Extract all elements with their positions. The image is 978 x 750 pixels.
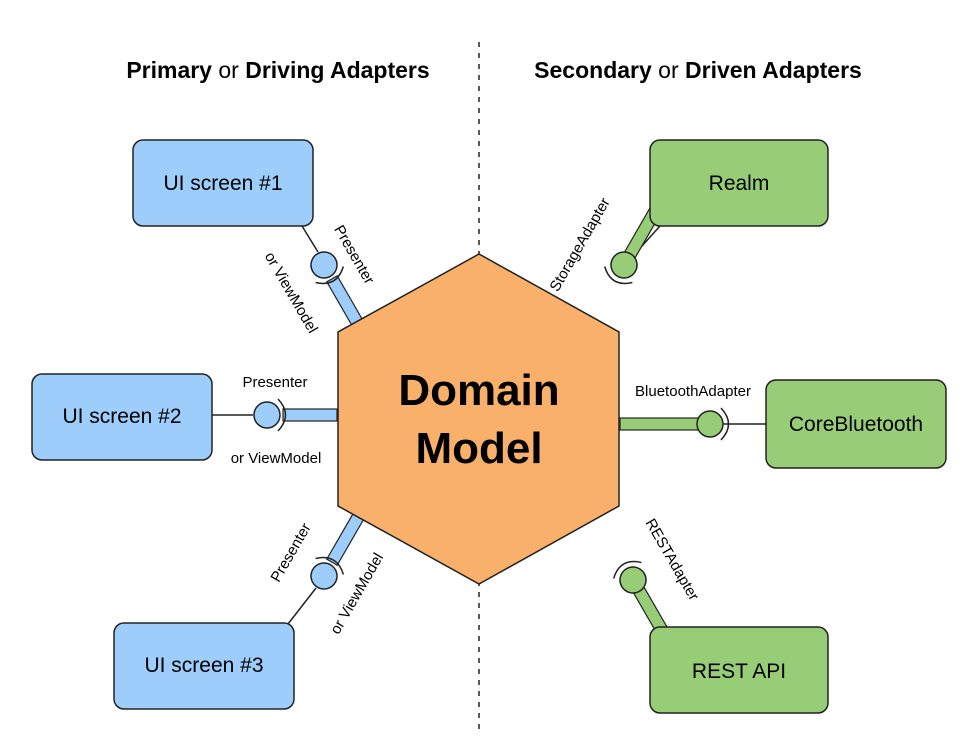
corebluetooth-label: CoreBluetooth [789,413,923,436]
primary-adapter-1: UI screen #1 Presenter or ViewModel [132,139,378,336]
ui-screen-2-label: UI screen #2 [62,405,181,428]
rest-api-box[interactable] [649,626,829,714]
secondary-adapter-corebluetooth: CoreBluetooth BluetoothAdapter [619,379,947,469]
realm-label: Realm [709,172,770,195]
ui-screen-2-box[interactable] [31,373,213,461]
primary-adapter-2: UI screen #2 Presenter or ViewModel [31,373,338,467]
domain-model-shape[interactable] [337,253,620,585]
ui-screen-3-label: UI screen #3 [144,654,263,677]
rest-api-label: REST API [692,660,786,683]
secondary-adapter-realm: Realm StorageAdapter [546,139,829,295]
domain-model-line1: Domain [398,366,559,415]
ui-screen-1-label: UI screen #1 [163,172,282,195]
primary-adapters-header: Primary or Driving Adapters [126,57,429,83]
primary-adapter-3: UI screen #3 Presenter or ViewModel [113,511,387,710]
ui-screen-2-port-line1: Presenter [242,374,307,391]
ui-screen-1-box[interactable] [132,139,314,227]
ui-screen-3-port-line1: Presenter [267,520,314,585]
secondary-adapters-header: Secondary or Driven Adapters [534,57,862,83]
domain-model-line2: Model [415,424,542,473]
rest-adapter-label: RESTAdapter [642,516,702,604]
ui-screen-2-port-line2: or ViewModel [231,450,322,467]
storage-adapter-label: StorageAdapter [546,195,613,295]
corebluetooth-box[interactable] [765,379,947,469]
realm-box[interactable] [649,139,829,227]
secondary-adapter-rest-api: REST API RESTAdapter [612,516,829,714]
bluetooth-adapter-label: BluetoothAdapter [635,383,751,400]
ui-screen-3-box[interactable] [113,622,295,710]
domain-model-hexagon: Domain Model [337,253,620,585]
